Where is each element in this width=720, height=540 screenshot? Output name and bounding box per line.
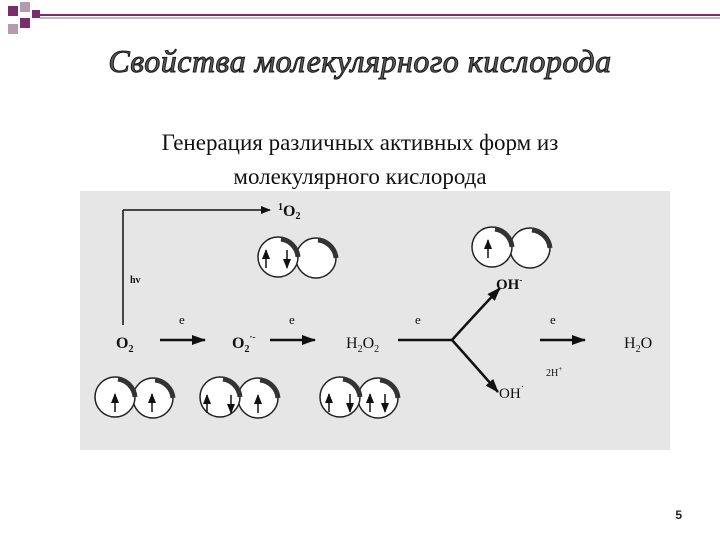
- oxygen-label: O2: [116, 335, 133, 355]
- decor-bar: [40, 14, 720, 16]
- page-title: Свойства молекулярного кислорода: [0, 40, 720, 92]
- two-h-plus-label: 2H+: [546, 365, 562, 379]
- title-svg: Свойства молекулярного кислорода: [108, 43, 612, 80]
- hydroxide-label: OH-: [496, 275, 522, 293]
- subtitle-line-2: молекулярного кислорода: [233, 164, 487, 189]
- subtitle: Генерация различных активных форм из мол…: [60, 126, 660, 194]
- decor-square-1: [8, 6, 18, 16]
- decor-square-3: [20, 18, 30, 28]
- decor-square-4: [8, 24, 18, 34]
- hv-arrow: [122, 206, 271, 325]
- peroxide-molecule: [319, 376, 401, 419]
- hydroxyl-radical-label: OH·: [499, 381, 524, 402]
- decor-square-5: [32, 10, 40, 18]
- electron-label-2: e: [289, 312, 295, 327]
- page-number: 5: [675, 508, 682, 522]
- hydroxide-molecule: [471, 226, 553, 269]
- title-text: Свойства молекулярного кислорода: [108, 43, 611, 79]
- singlet-oxygen-label: 1O2: [278, 202, 300, 222]
- subtitle-line-1: Генерация различных активных форм из: [161, 130, 559, 155]
- electron-label-1: e: [179, 312, 185, 327]
- hv-label: hv: [130, 275, 141, 286]
- superoxide-label: O2·-: [232, 332, 255, 355]
- decor-bar-light: [40, 17, 720, 19]
- superoxide-molecule: [199, 376, 281, 419]
- decor-square-2: [20, 2, 30, 12]
- singlet-oxygen-molecule: [257, 236, 339, 279]
- branch-down-arrow: [451, 339, 499, 393]
- water-label: H2O: [624, 335, 652, 355]
- oxygen-molecule: [94, 376, 176, 419]
- branch-up-arrow: [451, 287, 501, 341]
- electron-label-4: e: [550, 312, 556, 327]
- electron-label-3: e: [415, 312, 421, 327]
- hydrogen-peroxide-label: H2O2: [346, 335, 379, 355]
